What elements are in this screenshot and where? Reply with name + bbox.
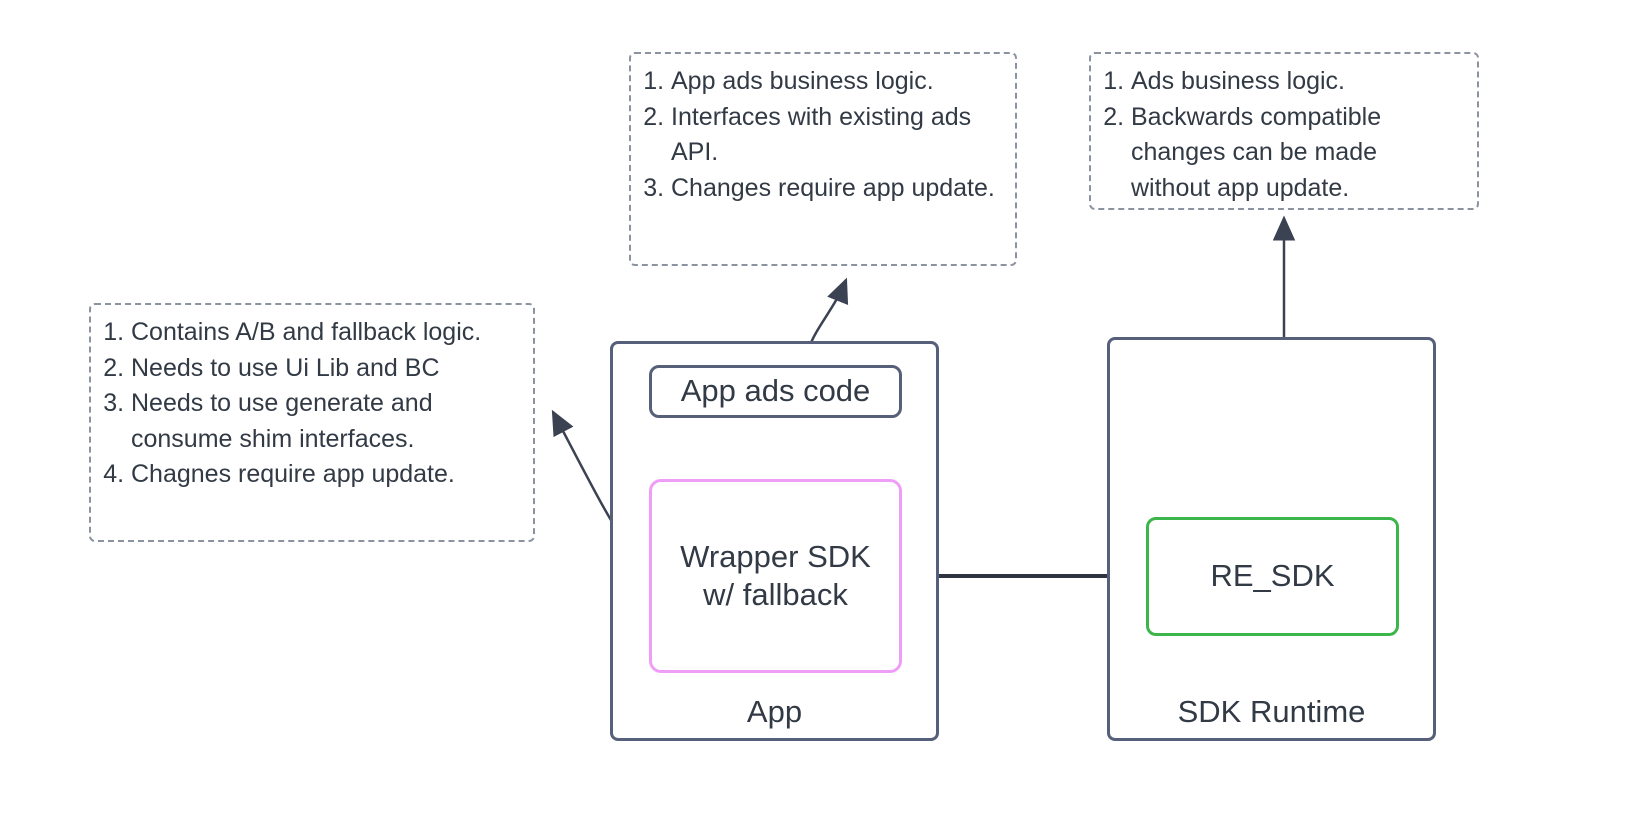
note-item: Needs to use Ui Lib and BC xyxy=(131,351,519,387)
re-sdk-note: Ads business logic. Backwards compatible… xyxy=(1089,52,1479,210)
note-item: Backwards compatible changes can be made… xyxy=(1131,100,1463,207)
wrapper-sdk-node: Wrapper SDK w/ fallback xyxy=(649,479,902,673)
app-container-label: App xyxy=(746,694,803,729)
note-item: Chagnes require app update. xyxy=(131,457,519,493)
wrapper-sdk-label: Wrapper SDK w/ fallback xyxy=(680,538,871,615)
app-ads-code-label: App ads code xyxy=(680,373,871,409)
wrapper-sdk-note: Contains A/B and fallback logic. Needs t… xyxy=(89,303,535,542)
app-ads-code-note-list: App ads business logic. Interfaces with … xyxy=(645,64,1001,206)
note-item: Interfaces with existing ads API. xyxy=(671,100,1001,171)
note-item: App ads business logic. xyxy=(671,64,1001,100)
wrapper-sdk-label-line1: Wrapper SDK xyxy=(680,538,871,574)
re-sdk-node: RE_SDK xyxy=(1146,517,1399,636)
note-item: Ads business logic. xyxy=(1131,64,1463,100)
re-sdk-note-list: Ads business logic. Backwards compatible… xyxy=(1105,64,1463,206)
wrapper-sdk-note-list: Contains A/B and fallback logic. Needs t… xyxy=(105,315,519,493)
note-item: Needs to use generate and consume shim i… xyxy=(131,386,519,457)
app-ads-code-node: App ads code xyxy=(649,365,902,418)
note-item: Changes require app update. xyxy=(671,171,1001,207)
note-item: Contains A/B and fallback logic. xyxy=(131,315,519,351)
wrapper-sdk-label-line2: w/ fallback xyxy=(703,577,848,612)
re-sdk-label: RE_SDK xyxy=(1210,558,1335,594)
app-ads-code-note: App ads business logic. Interfaces with … xyxy=(629,52,1017,266)
sdk-runtime-container-label: SDK Runtime xyxy=(1177,694,1366,729)
